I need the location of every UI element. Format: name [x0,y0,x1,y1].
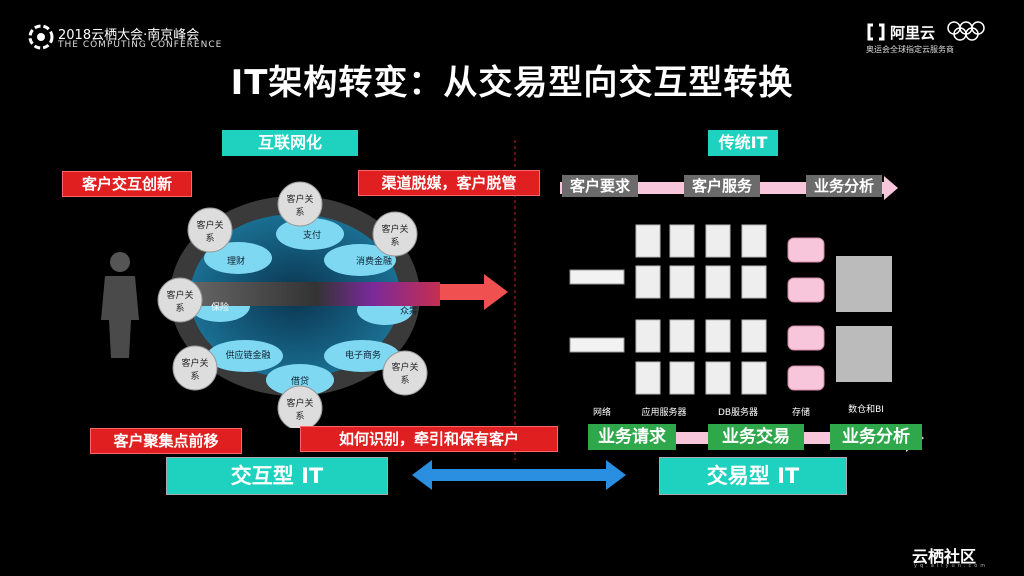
customer-node: 客户关系 [286,195,314,218]
flow-business-analysis: 业务分析 [806,175,882,197]
callout-gathering-point: 客户聚集点前移 [90,428,242,454]
infra-label: 网络 [592,408,611,418]
customer-node: 客户关系 [181,359,209,382]
customer-node: 客户关系 [166,291,194,314]
box-transactional-it: 交易型 IT [659,457,847,495]
segment-label: 借贷 [290,377,309,387]
brand-name: 阿里云 [890,24,936,42]
flow-arrow-icon [440,274,508,310]
footer-url: yq.aliyun.com [914,563,989,569]
segment-label: 电子商务 [344,351,381,361]
customer-node: 客户关系 [391,363,419,386]
double-arrow-icon [412,460,626,490]
customer-node: 客户关系 [286,399,314,422]
segment-label: 理财 [226,257,245,267]
flow-business-analytics: 业务分析 [830,424,922,450]
infra-label: DB服务器 [717,408,759,418]
infrastructure-diagram [569,224,892,395]
segment-label: 消费金融 [355,257,392,267]
person-silhouette [101,252,139,358]
infra-label: 存储 [791,408,810,418]
olympic-rings-icon [947,21,985,41]
page-title: IT架构转变：从交易型向交互型转换 [230,63,794,103]
infra-label: 应用服务器 [641,408,687,418]
segment-label: 保险 [210,303,229,313]
heading-internet: 互联网化 [222,130,358,156]
segment-label: 供应链金融 [225,351,271,361]
conference-name-en: THE COMPUTING CONFERENCE [58,40,223,50]
callout-disintermediation: 渠道脱媒，客户脱管 [358,170,540,196]
conference-logo-icon [28,24,54,50]
flow-customer-request: 客户要求 [562,175,638,197]
customer-node: 客户关系 [381,225,409,248]
conference-name: 2018云栖大会·南京峰会 [58,28,200,43]
divider [514,140,516,460]
segment-label: 支付 [302,231,321,241]
ecosystem-wheel [157,181,440,428]
heading-traditional-it: 传统IT [708,130,778,156]
brand-subtitle: 奥运会全球指定云服务商 [866,45,954,54]
infra-label: 数仓和BI [848,405,884,415]
callout-identify-retain: 如何识别，牵引和保有客户 [300,426,558,452]
callout-customer-interaction: 客户交互创新 [62,171,192,197]
flow-business-request: 业务请求 [588,424,676,450]
customer-node: 客户关系 [196,221,224,244]
aliyun-logo-icon [867,23,885,41]
segment-label: 众筹 [399,307,418,317]
box-interactive-it: 交互型 IT [166,457,388,495]
flow-customer-service: 客户服务 [684,175,760,197]
flow-business-transaction: 业务交易 [708,424,804,450]
footer-brand: 云栖社区 [912,547,977,566]
